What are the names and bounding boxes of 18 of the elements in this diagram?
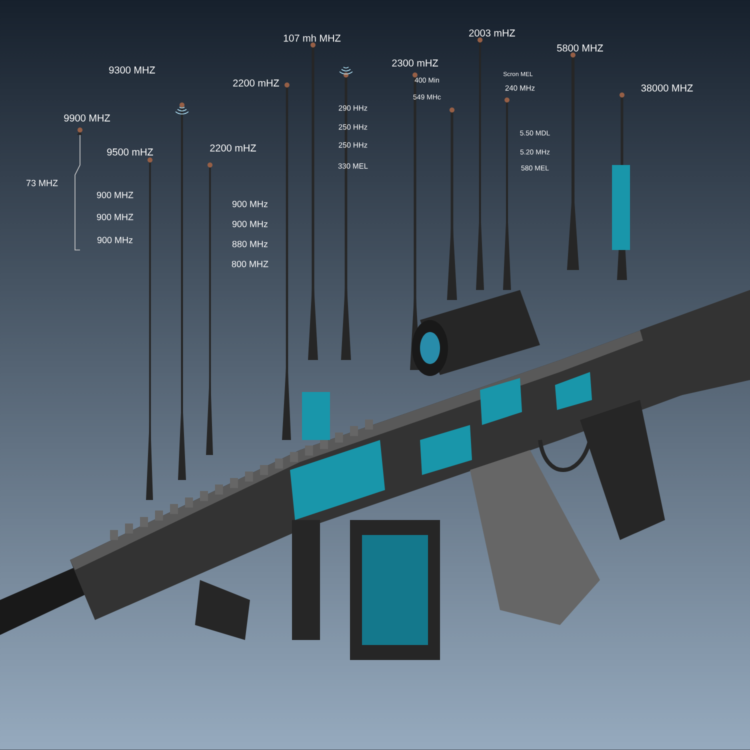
frequency-label: 900 MHZ	[96, 192, 134, 198]
frequency-label: 880 MHz	[232, 240, 268, 248]
frequency-label: 2300 mHZ	[392, 59, 438, 67]
frequency-label: 900 MHz	[232, 220, 268, 228]
frequency-label: 38000 MHZ	[641, 84, 693, 92]
frequency-label: 9300 MHZ	[109, 66, 156, 74]
frequency-label: 9500 mHZ	[107, 148, 154, 156]
frequency-label: 900 MHz	[232, 200, 268, 208]
frequency-label: 9900 MHZ	[64, 114, 110, 122]
frequency-label: 2003 mHZ	[469, 29, 516, 37]
frequency-label: 5800 MHZ	[557, 44, 604, 52]
frequency-label: 2200 mHZ	[233, 79, 280, 87]
frequency-label: 800 MHZ	[232, 260, 268, 268]
frequency-label: 107 mh MHZ	[284, 34, 341, 42]
frequency-label: 900 MHZ	[96, 214, 134, 220]
frequency-label: 900 MHz	[97, 236, 133, 244]
frequency-label: 73 MHZ	[26, 180, 58, 186]
frequency-label: 2200 mHZ	[210, 144, 256, 152]
